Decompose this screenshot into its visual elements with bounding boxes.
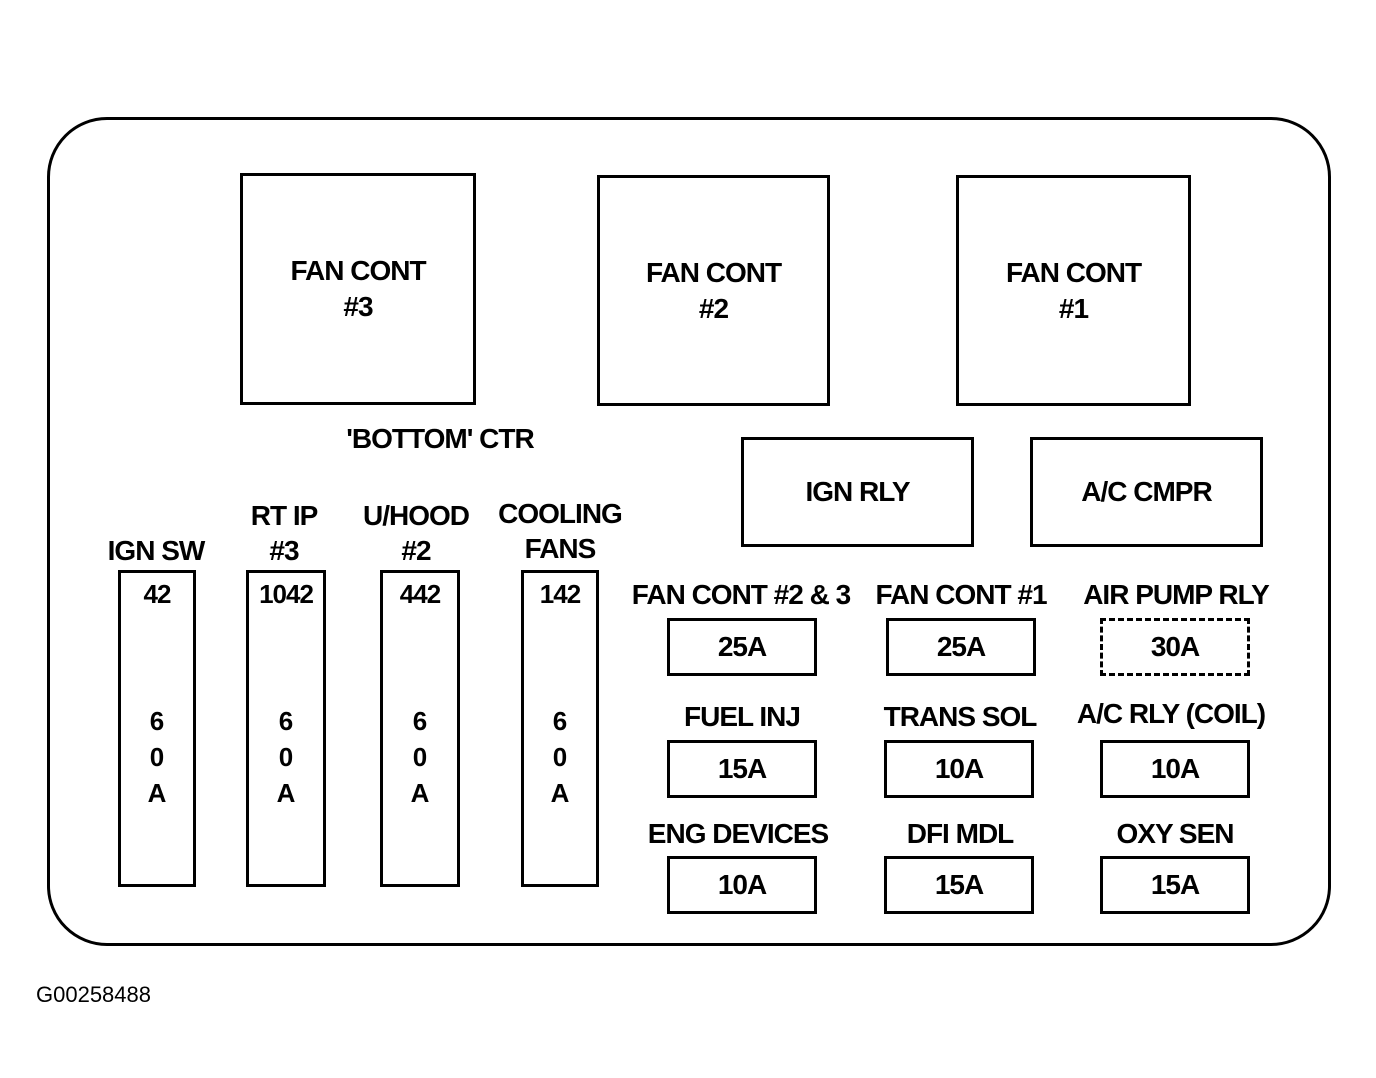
relay-label: FAN CONT — [290, 255, 426, 286]
mini-fuse-ac-rly-coil: 10A — [1100, 740, 1250, 798]
relay-number: #2 — [698, 292, 729, 324]
circuit-number: 442 — [399, 579, 441, 609]
circuit-number: 42 — [143, 579, 172, 609]
relay-number: #3 — [343, 291, 373, 322]
mini-fuse-eng-devices: 10A — [667, 856, 817, 914]
mini-fuse-label: AIR PUMP RLY — [1083, 579, 1270, 610]
relay-fan-cont-3: FAN CONT #3 — [240, 173, 476, 405]
mini-fuse-label: FAN CONT #1 — [875, 579, 1047, 610]
maxi-fuse-label: #2 — [401, 535, 431, 566]
maxi-fuse-label: U/HOOD — [363, 500, 470, 531]
circuit-number: 142 — [539, 579, 581, 609]
mini-fuse-label: FAN CONT #2 & 3 — [631, 579, 851, 610]
fuse-block-outline — [47, 117, 1331, 946]
mini-fuse-label: FUEL INJ — [684, 701, 801, 732]
maxi-fuse-label: IGN SW — [107, 535, 206, 566]
mini-fuse-dfi-mdl: 15A — [884, 856, 1034, 914]
mini-fuse-air-pump-rly: 30A — [1100, 618, 1250, 676]
maxi-fuse-label: FANS — [524, 533, 597, 564]
mini-fuse-label: DFI MDL — [906, 818, 1015, 849]
relay-ign-rly: IGN RLY — [741, 437, 974, 547]
maxi-fuse-label: RT IP — [250, 500, 319, 531]
bottom-ctr-label: 'BOTTOM' CTR — [346, 423, 534, 454]
relay-fan-cont-2: FAN CONT #2 — [597, 175, 830, 406]
relay-label: FAN CONT — [1005, 256, 1142, 288]
maxi-fuse-label: #3 — [269, 535, 299, 566]
circuit-number: 1042 — [259, 579, 314, 609]
figure-code: G00258488 — [36, 982, 151, 1007]
relay-number: #1 — [1058, 292, 1089, 324]
maxi-fuse-label: COOLING — [498, 498, 623, 529]
mini-fuse-fan-cont-1: 25A — [886, 618, 1036, 676]
relay-label: FAN CONT — [645, 256, 782, 288]
mini-fuse-label: A/C RLY (COIL) — [1076, 698, 1266, 729]
mini-fuse-label: TRANS SOL — [883, 701, 1038, 732]
mini-fuse-trans-sol: 10A — [884, 740, 1034, 798]
mini-fuse-fuel-inj: 15A — [667, 740, 817, 798]
mini-fuse-fan-cont-2-3: 25A — [667, 618, 817, 676]
relay-ac-cmpr: A/C CMPR — [1030, 437, 1263, 547]
relay-fan-cont-1: FAN CONT #1 — [956, 175, 1191, 406]
mini-fuse-label: ENG DEVICES — [647, 818, 829, 849]
mini-fuse-label: OXY SEN — [1116, 818, 1235, 849]
mini-fuse-oxy-sen: 15A — [1100, 856, 1250, 914]
